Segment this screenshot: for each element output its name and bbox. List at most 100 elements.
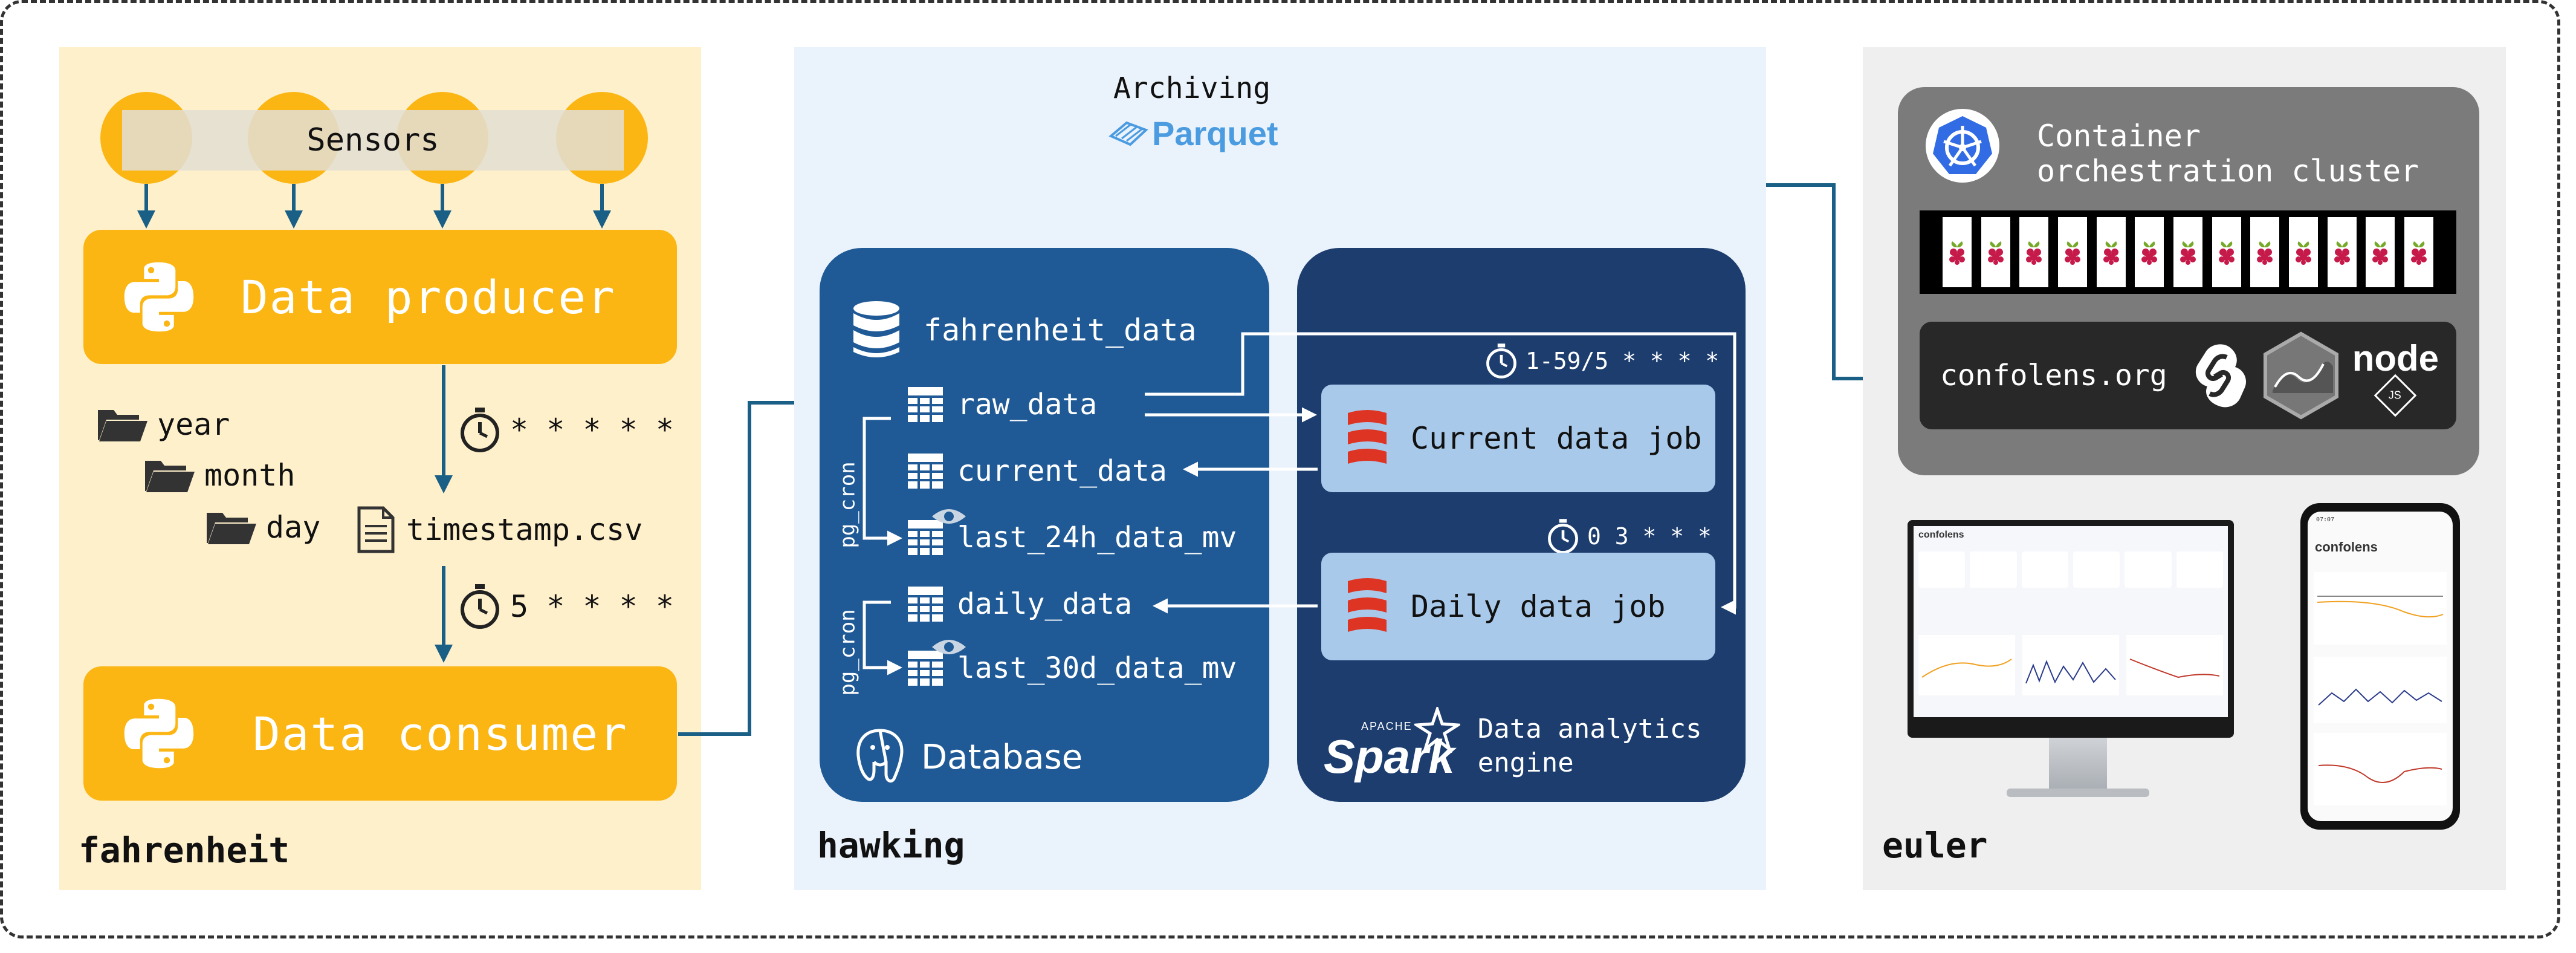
raspberry-pi-icon [2135,217,2164,287]
db-name: fahrenheit_data [924,313,1197,348]
producer-schedule: * * * * * [458,406,674,454]
table-current-data: current_data [907,452,1167,490]
spark-star-icon [1414,707,1460,753]
kpi-card [2125,551,2172,588]
raspberry-pi-icon [2019,217,2049,287]
table-name: last_30d_data_mv [957,651,1237,685]
python-icon [124,262,194,332]
db-footer-label: Database [921,737,1083,777]
zone-label-fahrenheit: fahrenheit [79,830,290,871]
monitor-neck [2049,738,2107,792]
folder-year: year [97,406,230,443]
folder-label: month [204,458,296,493]
consumer-schedule: 5 * * * * [458,583,674,630]
dashboard-charts [1918,635,2223,695]
table-last-30d-mv: last_30d_data_mv [907,649,1237,687]
raspberry-pi-icon [1981,217,2010,287]
data-producer-box: Data producer [83,230,677,364]
eye-icon [932,640,966,654]
raspberry-pi-nodes [1920,210,2456,294]
db-name-row: fahrenheit_data [851,300,1197,360]
folder-icon [207,513,256,544]
dashboard-brand: confolens [1918,530,1964,540]
cron-expression: 0 3 * * * [1587,523,1712,550]
site-url: confolens.org [1940,359,2167,392]
daily-data-job-box: Daily data job [1321,553,1715,660]
python-icon [124,698,194,769]
raspberry-pi-icon [2057,217,2087,287]
table-name: daily_data [957,587,1132,621]
cron-expression: 5 * * * * [510,589,674,624]
current-job-schedule: 1-59/5 * * * * [1484,342,1719,380]
spark-logo: APACHE Spark [1324,707,1460,783]
spark-logo-text: Spark [1324,730,1455,783]
scala-icon [1348,410,1387,464]
folder-icon [145,461,195,492]
raspberry-pi-icon [2404,217,2434,287]
stopwatch-icon [1548,519,1578,554]
web-stack-box: confolens.org node JS [1920,322,2456,429]
table-name: raw_data [957,388,1098,421]
data-consumer-box: Data consumer [83,666,677,801]
mobile-screen: 07:07 confolens [2308,512,2453,821]
mobile-phone: 07:07 confolens [2300,503,2460,830]
table-daily-data: daily_data [907,585,1132,623]
kpi-card [2073,551,2120,588]
spark-footer-label: Data analytics engine [1477,714,1702,778]
stopwatch-icon [1486,343,1516,379]
cron-expression: * * * * * [510,412,674,447]
archiving-label: Archiving [1113,71,1271,105]
daily-data-job-label: Daily data job [1411,589,1666,624]
table-name: last_24h_data_mv [957,521,1237,555]
node-logo-text: node [2352,338,2439,379]
data-producer-label: Data producer [241,270,616,324]
kpi-card [2021,551,2068,588]
sensors-label: Sensors [306,122,439,158]
table-raw-data: raw_data [907,386,1097,423]
system-boundary [0,0,2560,938]
kpi-card [2176,551,2223,588]
stopwatch-icon [461,584,499,629]
folder-day: day [205,509,320,545]
kubernetes-icon [1933,116,1992,174]
sensors-banner: Sensors [122,110,624,171]
raspberry-pi-icon [2327,217,2357,287]
spark-logo-top: APACHE [1361,720,1413,732]
spark-footer: APACHE Spark Data analytics engine [1324,707,1720,783]
folder-icon [98,410,147,441]
table-name: current_data [957,454,1167,488]
kpi-card [1970,551,2017,588]
table-last-24h-mv: last_24h_data_mv [907,519,1237,556]
current-data-job-label: Current data job [1411,421,1702,456]
dashboard-kpi-row [1918,551,2223,588]
stopwatch-icon [461,408,499,452]
folder-month: month [144,457,296,493]
raspberry-pi-icon [2096,217,2126,287]
raspberry-pi-icon [2250,217,2280,287]
csv-file-name: timestamp.csv [406,512,643,547]
parquet-icon [1108,121,1148,146]
folder-label: year [157,407,230,442]
raspberry-pi-icon [1942,217,1972,287]
table-icon [908,520,943,555]
desktop-monitor: confolens [1908,520,2234,738]
folder-label: day [266,510,321,545]
zone-label-euler: euler [1882,825,1988,866]
parquet-logo: Parquet [1108,114,1278,153]
table-icon [908,651,943,686]
mobile-brand: confolens [2315,539,2378,555]
dashboard-screen: confolens [1914,526,2228,717]
zone-label-hawking: hawking [817,825,965,866]
database-icon [853,301,899,357]
monitor-base [2007,789,2149,797]
kubernetes-logo [1926,109,1999,183]
nodejs-logo: node JS [2352,338,2439,417]
table-icon [908,387,943,422]
csv-file: timestamp.csv [357,506,642,554]
mobile-charts [2314,572,2447,805]
db-footer: Database [850,726,1083,789]
daily-job-schedule: 0 3 * * * [1546,518,1712,555]
parquet-label: Parquet [1152,114,1278,152]
